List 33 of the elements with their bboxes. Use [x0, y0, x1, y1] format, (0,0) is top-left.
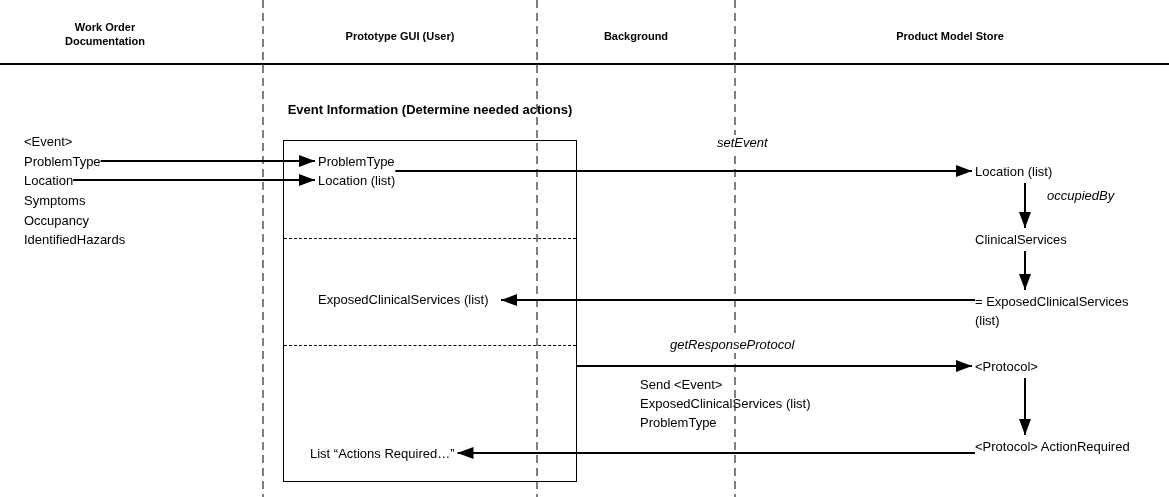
note-text: IdentifiedHazards	[24, 231, 126, 249]
note-text: Symptoms	[24, 192, 86, 210]
item-text: Location (list)	[975, 162, 1053, 181]
lane-heading: Prototype GUI (User)	[344, 29, 456, 43]
arrow	[456, 447, 976, 459]
lane-heading: Work Order Documentation	[63, 20, 147, 48]
box-heading: Event Information (Determine needed actions)	[286, 101, 574, 119]
item-text: Location	[24, 171, 74, 190]
item-text: ClinicalServices	[975, 230, 1067, 249]
note-text: Send <Event> ExposedClinicalServices (list) ProblemType	[640, 376, 812, 432]
item-text: <Protocol>	[975, 357, 1038, 376]
lane-heading: Background	[602, 29, 670, 43]
item-text: ProblemType	[318, 152, 395, 171]
item-text: ProblemType	[24, 152, 101, 171]
arrow	[394, 165, 973, 177]
edge-label: getResponseProtocol	[668, 337, 797, 353]
item-text: ExposedClinicalServices (list)	[318, 290, 498, 309]
note-text: Occupancy	[24, 212, 90, 230]
arrow	[576, 360, 973, 372]
edge-label: setEvent	[715, 135, 770, 151]
arrow	[1019, 182, 1031, 229]
item-text: = ExposedClinicalServices (list)	[975, 292, 1155, 330]
lane-heading: Product Model Store	[895, 29, 1005, 43]
arrow	[1019, 250, 1031, 291]
item-text: <Protocol> ActionRequired	[975, 437, 1130, 456]
arrow	[72, 174, 316, 186]
arrow	[99, 155, 316, 167]
note-text: <Event>	[24, 133, 73, 151]
arrow	[1019, 377, 1031, 436]
item-text: Location (list)	[318, 171, 396, 190]
item-text: List “Actions Required…”	[310, 444, 455, 463]
arrow	[500, 294, 976, 306]
edge-label: occupiedBy	[1045, 188, 1117, 204]
